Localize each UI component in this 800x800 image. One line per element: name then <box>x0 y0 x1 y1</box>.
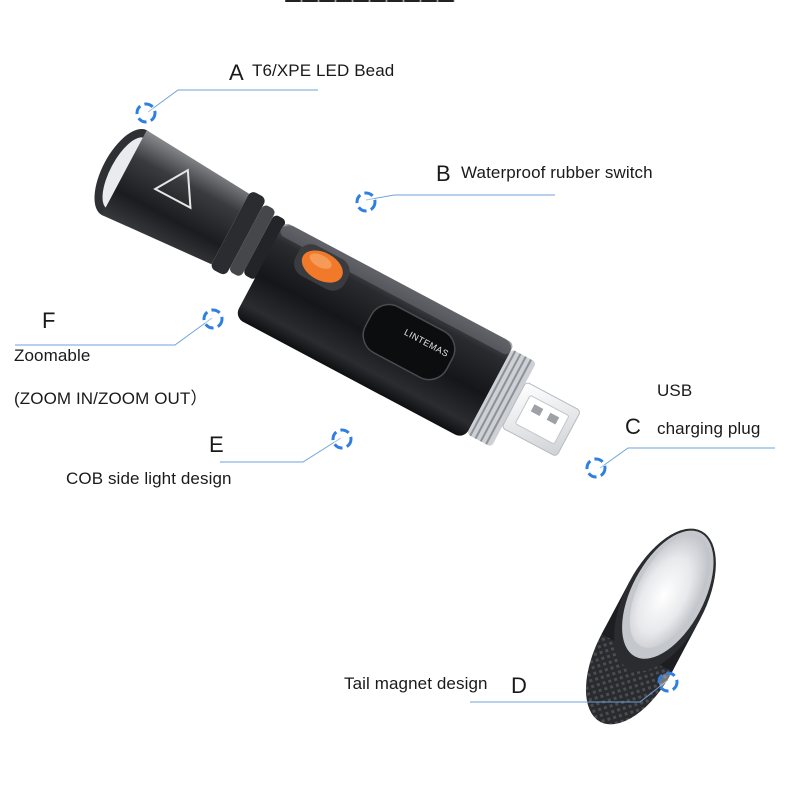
callout-c-line1: USB <box>657 381 693 400</box>
callout-b-letter: B <box>436 161 451 186</box>
callout-d-letter: D <box>511 673 527 698</box>
marker-f-ring-icon <box>202 308 224 330</box>
callout-e-text: COB side light design <box>66 469 232 488</box>
marker-a-ring-icon <box>135 102 157 124</box>
callout-b-text: Waterproof rubber switch <box>461 163 653 182</box>
callout-f-line2: (ZOOM IN/ZOOM OUT） <box>14 389 208 408</box>
marker-e-ring-icon <box>331 428 353 450</box>
callout-f-letter: F <box>42 308 56 333</box>
callout-e-letter: E <box>209 432 224 457</box>
callout-a-letter: A <box>229 60 244 85</box>
callout-a-text: T6/XPE LED Bead <box>252 61 395 80</box>
cropped-title: ▬▬▬▬▬▬▬▬▬▬ <box>285 0 515 2</box>
marker-c-ring-icon <box>585 457 607 479</box>
callout-c-letter: C <box>625 414 641 439</box>
marker-d-ring-icon <box>657 671 679 693</box>
callout-d-text: Tail magnet design <box>344 674 488 693</box>
marker-b-ring-icon <box>355 191 377 213</box>
callout-f-line1: Zoomable <box>14 346 91 365</box>
callout-c-line2: charging plug <box>657 419 761 438</box>
